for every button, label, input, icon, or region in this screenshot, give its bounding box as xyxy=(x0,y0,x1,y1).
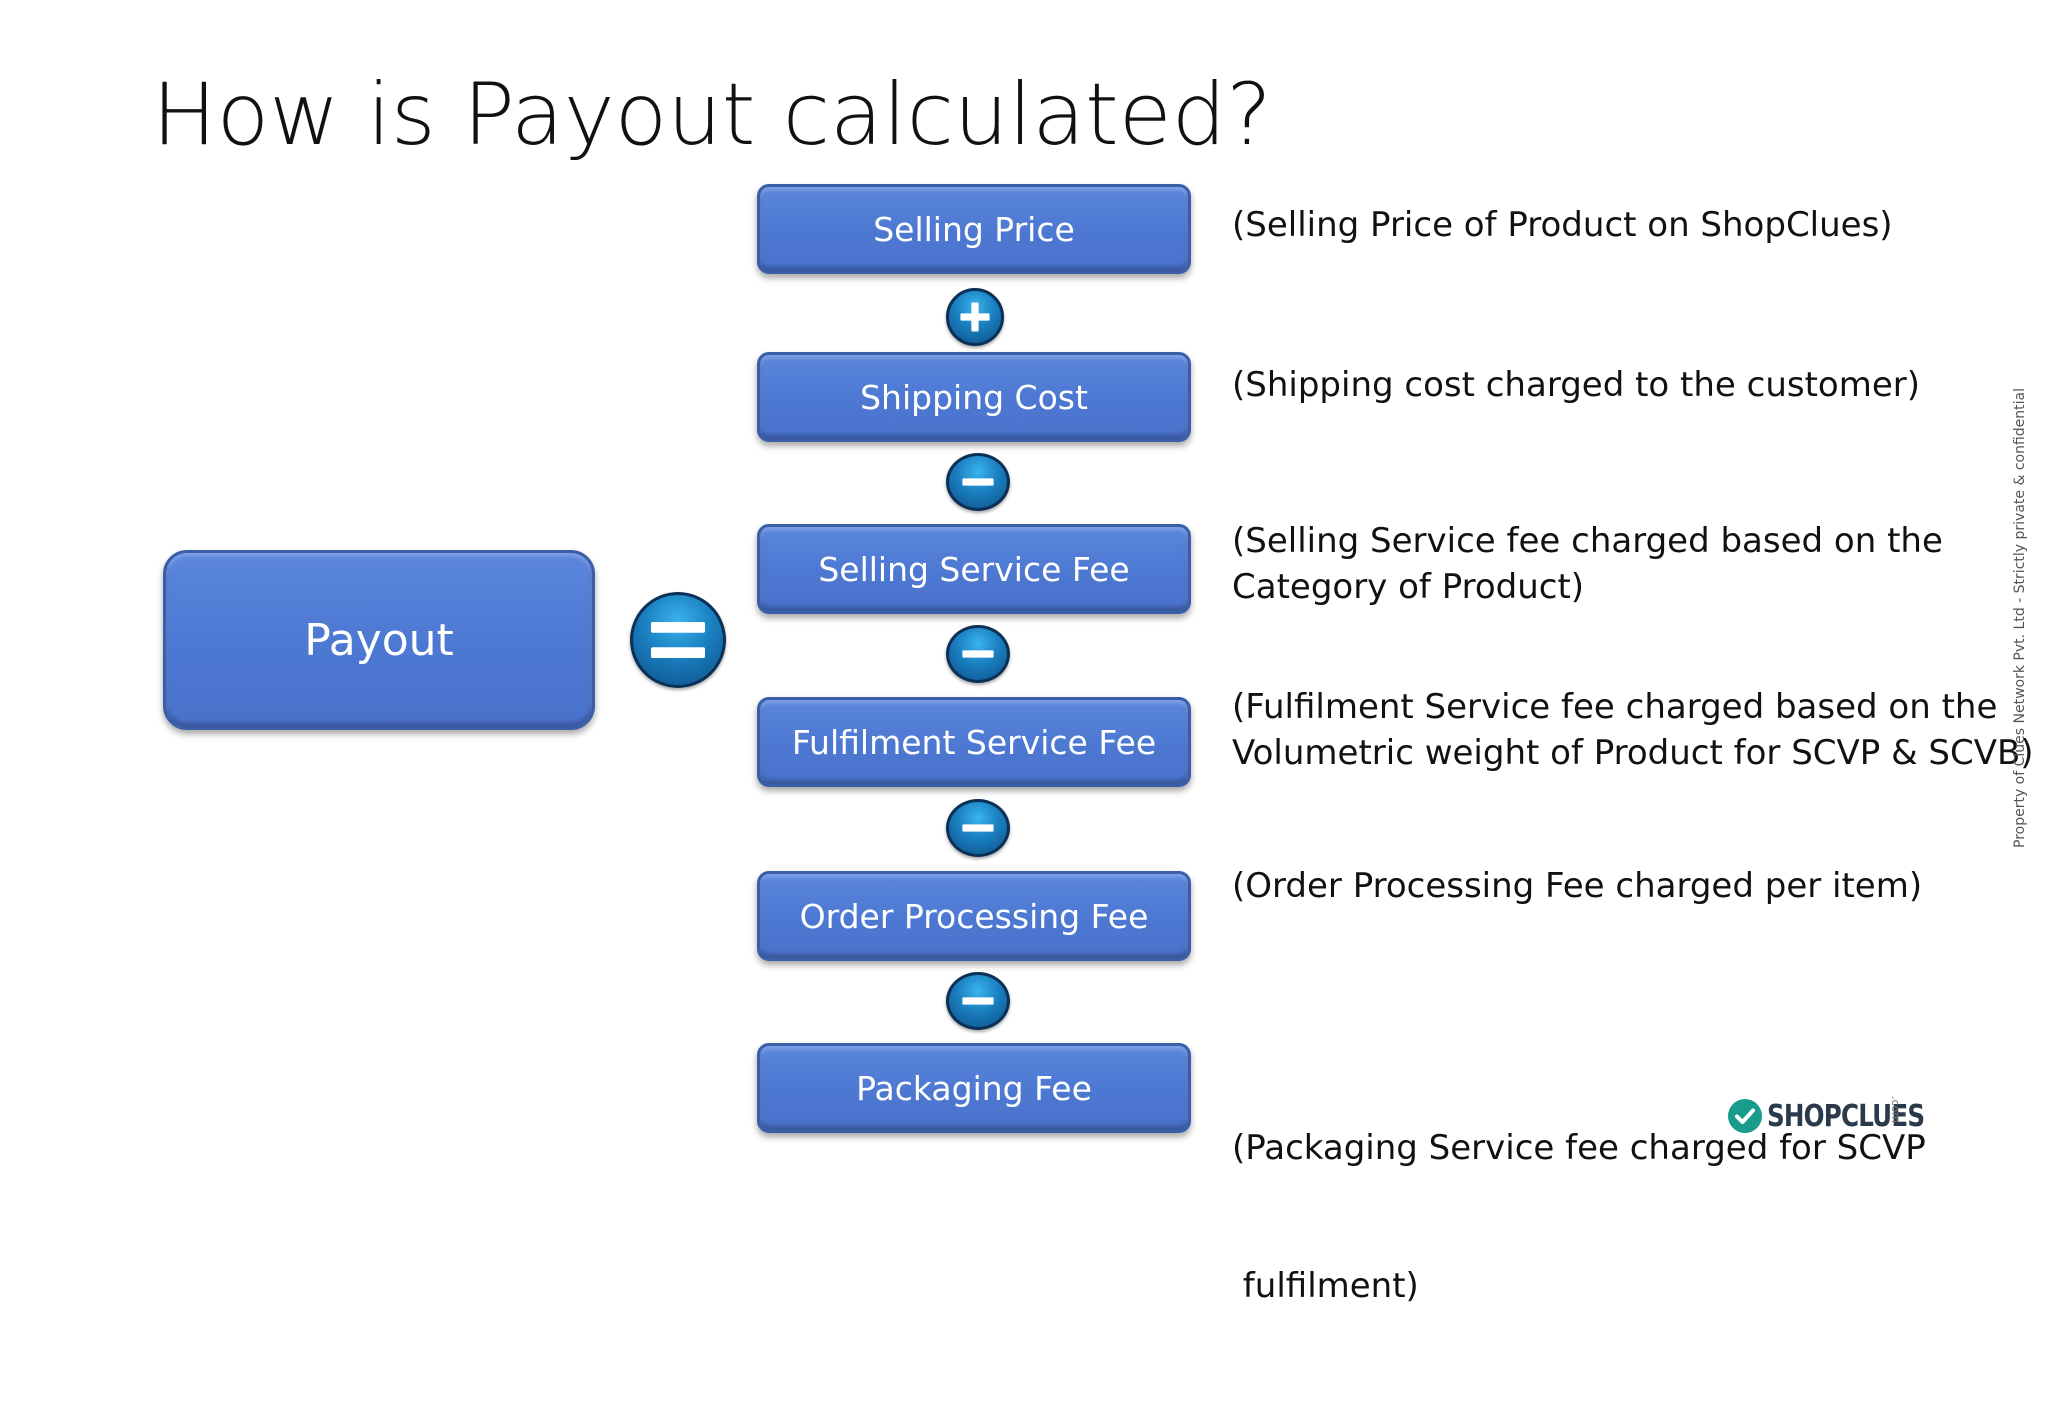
description-line: Volumetric weight of Product for SCVP & … xyxy=(1232,733,2034,773)
selling-service-fee-description: (Selling Service fee charged based on th… xyxy=(1232,518,1943,610)
packaging-fee-box: Packaging Fee xyxy=(757,1043,1191,1133)
logo-wordmark: SHOPCLUES xyxy=(1767,1098,1925,1134)
selling-service-fee-box: Selling Service Fee xyxy=(757,524,1191,614)
shipping-cost-label: Shipping Cost xyxy=(860,377,1088,417)
description-line: (Shipping cost charged to the customer) xyxy=(1232,365,1921,405)
logo-suffix: .com xyxy=(1889,1096,1902,1123)
shopclues-logo: SHOPCLUES .com xyxy=(1728,1094,1959,1138)
slide-title: How is Payout calculated? xyxy=(152,65,1272,165)
description-line: (Order Processing Fee charged per item) xyxy=(1232,866,1923,906)
description-line: fulfilment) xyxy=(1232,1266,1419,1306)
packaging-fee-label: Packaging Fee xyxy=(856,1068,1092,1108)
payout-box: Payout xyxy=(163,550,595,730)
payout-label: Payout xyxy=(304,614,454,666)
checkmark-icon xyxy=(1728,1099,1762,1133)
minus-icon xyxy=(946,972,1010,1030)
order-processing-fee-description: (Order Processing Fee charged per item) xyxy=(1232,863,1922,909)
selling-service-fee-label: Selling Service Fee xyxy=(818,549,1130,589)
fulfilment-service-fee-label: Fulfilment Service Fee xyxy=(791,722,1157,762)
minus-icon xyxy=(946,453,1010,511)
equals-icon xyxy=(630,592,726,688)
description-line: (Fulfilment Service fee charged based on… xyxy=(1232,687,1998,727)
minus-icon xyxy=(946,799,1010,857)
fulfilment-service-fee-description: (Fulfilment Service fee charged based on… xyxy=(1232,684,2034,776)
fulfilment-service-fee-box: Fulfilment Service Fee xyxy=(757,697,1191,787)
plus-icon xyxy=(946,288,1004,346)
shipping-cost-box: Shipping Cost xyxy=(757,352,1191,442)
packaging-fee-description: (Packaging Service fee charged for SCVP … xyxy=(1232,1033,1926,1401)
shipping-cost-description: (Shipping cost charged to the customer) xyxy=(1232,362,1920,408)
description-line: Category of Product) xyxy=(1232,567,1585,607)
description-line: (Selling Price of Product on ShopClues) xyxy=(1232,205,1893,245)
order-processing-fee-box: Order Processing Fee xyxy=(757,871,1191,961)
selling-price-label: Selling Price xyxy=(873,209,1075,249)
description-line: (Selling Service fee charged based on th… xyxy=(1232,521,1943,561)
minus-icon xyxy=(946,625,1010,683)
selling-price-description: (Selling Price of Product on ShopClues) xyxy=(1232,202,1893,248)
selling-price-box: Selling Price xyxy=(757,184,1191,274)
order-processing-fee-label: Order Processing Fee xyxy=(799,896,1149,936)
slide: How is Payout calculated? Payout Selling… xyxy=(152,65,2038,1306)
confidentiality-note: Property of Clues Network Pvt. Ltd - Str… xyxy=(2002,388,2038,848)
confidentiality-note-text: Property of Clues Network Pvt. Ltd - Str… xyxy=(2012,387,2029,849)
